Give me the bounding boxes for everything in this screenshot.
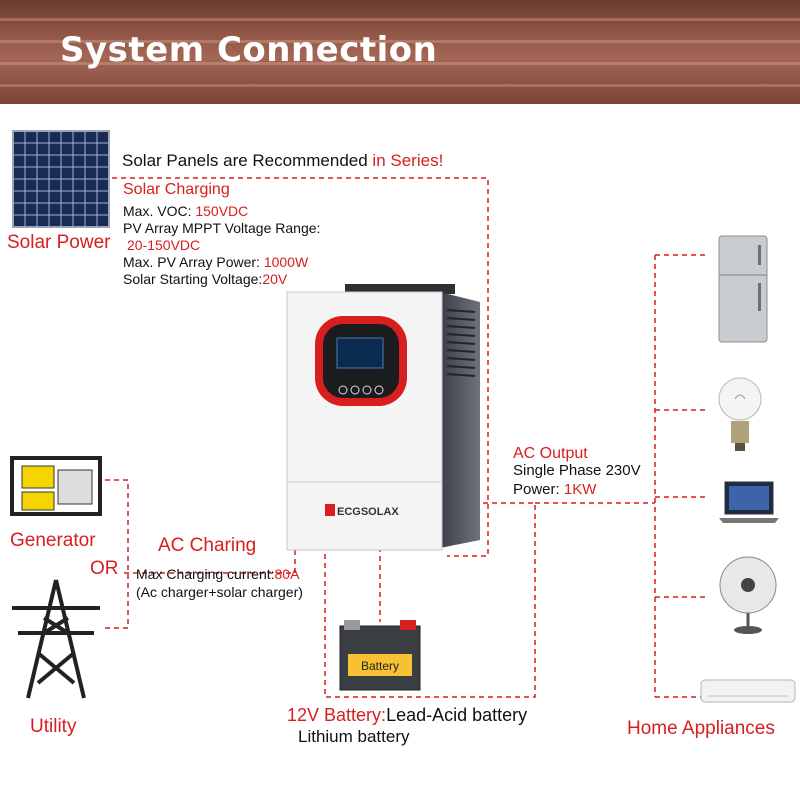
battery-face-label: Battery [361, 659, 399, 673]
refrigerator-icon [718, 235, 768, 343]
generator-label: Generator [10, 530, 96, 551]
ac-charging-current: Max Charging current:80A [136, 566, 299, 583]
solar-panel-icon [12, 130, 110, 228]
max-voc-value: 150VDC [195, 203, 249, 219]
ac-charging-note: (Ac charger+solar charger) [136, 584, 303, 600]
ac-output-power: Power: 1KW [513, 481, 596, 498]
mppt-range-value: 20-150VDC [127, 237, 201, 253]
max-pv-power: Max. PV Array Power: 1000W [123, 254, 308, 271]
ac-output-power-label: Power: [513, 481, 564, 498]
ac-current-value: 80A [274, 566, 300, 582]
max-voc-label: Max. VOC: [123, 203, 196, 219]
max-pv-power-label: Max. PV Array Power: [123, 254, 264, 270]
air-conditioner-icon [700, 679, 796, 703]
ac-output-phase: Single Phase 230V [513, 462, 641, 479]
solar-start-value: 20V [262, 271, 288, 287]
battery-type-lithium: Lithium battery [298, 727, 410, 746]
page-title: System Connection [60, 30, 438, 70]
ac-output-power-value: 1KW [563, 481, 597, 498]
battery-icon: Battery [339, 620, 421, 691]
utility-label: Utility [30, 716, 77, 737]
utility-tower-icon [12, 579, 100, 699]
recommend-highlight: in Series! [372, 151, 444, 170]
max-pv-power-value: 1000W [263, 254, 309, 270]
solar-recommendation: Solar Panels are Recommended in Series! [122, 152, 443, 169]
recommend-text: Solar Panels are Recommended [122, 151, 373, 170]
ac-current-label: Max Charging current: [136, 566, 275, 582]
solar-power-label: Solar Power [7, 232, 111, 253]
mppt-range-label: PV Array MPPT Voltage Range: [123, 220, 321, 236]
solar-start-label: Solar Starting Voltage: [123, 271, 263, 287]
battery-voltage-line: 12V Battery:Lead-Acid battery [287, 705, 528, 725]
max-voc: Max. VOC: 150VDC [123, 203, 248, 220]
battery-voltage: 12V Battery: [287, 705, 387, 725]
light-bulb-icon [718, 377, 762, 451]
solar-start-voltage: Solar Starting Voltage:20V [123, 271, 287, 288]
fan-icon [719, 556, 777, 634]
laptop-icon [719, 481, 779, 523]
ac-output-title: AC Output [513, 445, 588, 462]
generator-icon [10, 456, 102, 516]
inverter-brand: ECGSOLAX [337, 506, 399, 518]
header-banner: System Connection [0, 0, 800, 104]
ac-charging-title: AC Charing [158, 535, 257, 556]
inverter-icon: ECGSOLAX [286, 284, 480, 551]
or-label: OR [90, 558, 119, 579]
battery-type-lead-acid: Lead-Acid battery [386, 705, 528, 725]
solar-charging-title: Solar Charging [123, 181, 230, 198]
home-appliances-label: Home Appliances [627, 718, 775, 739]
